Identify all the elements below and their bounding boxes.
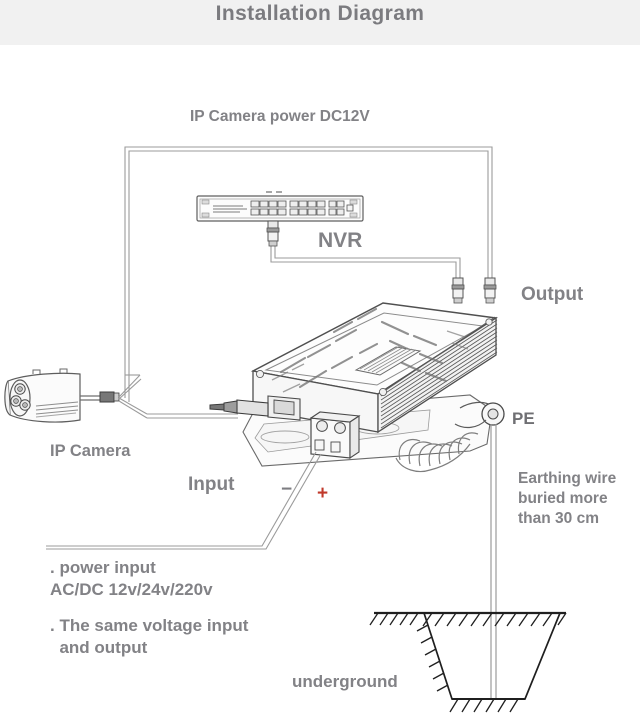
label-earthing-wire: Earthing wire buried more than 30 cm	[518, 470, 617, 527]
label-input: Input	[188, 474, 235, 495]
label-positive-terminal: +	[317, 483, 329, 504]
label-nvr: NVR	[318, 229, 363, 252]
wire-nvr-to-device	[270, 238, 461, 280]
label-underground: underground	[292, 672, 398, 691]
label-ip-camera: IP Camera	[50, 442, 131, 460]
page-title: Installation Diagram	[215, 2, 425, 25]
surge-protector-device	[209, 302, 505, 473]
label-pe: PE	[512, 409, 535, 428]
label-output: Output	[521, 284, 584, 305]
nvr-port-array	[250, 200, 354, 216]
heatsink-fins	[380, 316, 498, 429]
camera-cable-connector	[99, 374, 238, 419]
ground-hatching	[369, 612, 567, 713]
label-power-input-note: . power input AC/DC 12v/24v/220v	[50, 558, 213, 599]
header-band	[0, 0, 640, 45]
device-top-grille	[354, 345, 422, 376]
label-negative-terminal: −	[281, 479, 293, 500]
label-same-voltage-note: . The same voltage input and output	[50, 616, 249, 657]
device-label-art	[279, 307, 448, 389]
label-ip-camera-power: IP Camera power DC12V	[190, 108, 370, 125]
nvr-output-plug	[266, 220, 280, 247]
nvr-device	[196, 191, 364, 222]
output-plug-2	[483, 277, 497, 304]
terminal-block	[309, 411, 361, 460]
pe-terminal	[454, 401, 505, 429]
wire-power-input	[46, 451, 322, 550]
wire-dc12v-loop	[124, 146, 493, 402]
output-plug-1	[451, 277, 465, 304]
wire-earthing	[490, 424, 497, 700]
input-plug	[209, 399, 269, 417]
underground-pit	[369, 611, 567, 713]
earthing-coil	[395, 432, 479, 473]
ip-camera-body	[4, 368, 100, 423]
dc-input-jack	[267, 395, 301, 421]
